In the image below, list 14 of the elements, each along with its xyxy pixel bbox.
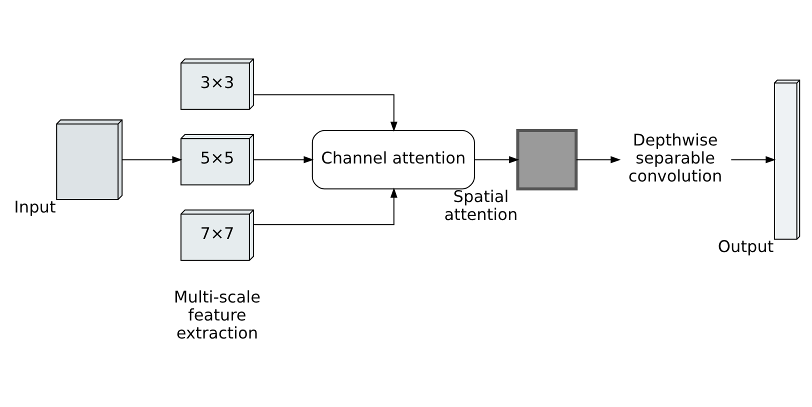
node-box: Channel attention	[311, 130, 474, 190]
node-text: Depthwise separable convolution	[628, 130, 722, 186]
arrow	[253, 156, 314, 164]
node-label: Output	[717, 237, 774, 256]
arrow	[253, 188, 397, 226]
arrow	[576, 156, 620, 164]
arrow	[122, 156, 182, 164]
label: Multi-scale feature extraction	[173, 287, 260, 343]
node-box	[516, 129, 578, 190]
arrow	[253, 94, 397, 132]
arrow	[730, 156, 776, 164]
node-label: Input	[14, 197, 56, 216]
node-label: Spatial attention	[444, 186, 518, 224]
arrow	[474, 156, 519, 164]
